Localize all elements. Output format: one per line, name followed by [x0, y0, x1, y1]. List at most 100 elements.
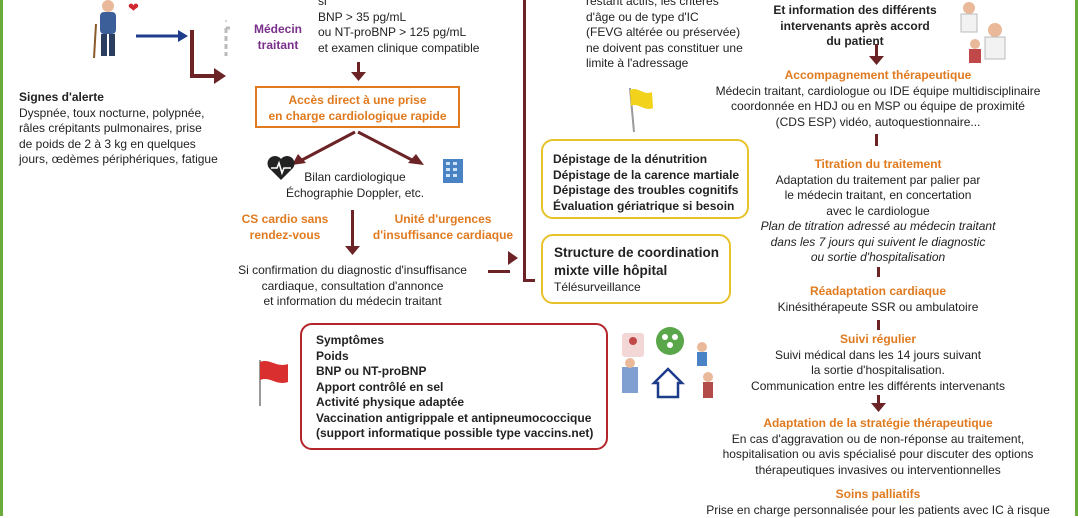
accomp-line: (CDS ESP) vidéo, autoquestionnaire... [690, 115, 1066, 131]
connector-line [488, 270, 510, 273]
hospital-building-icon [440, 155, 466, 186]
criteria-line: BNP > 35 pg/mL [318, 10, 518, 26]
info-line: Et information des différents [760, 3, 950, 19]
adaptation-title: Adaptation de la stratégie thérapeutique [690, 416, 1066, 432]
red-flag-icon [252, 358, 292, 411]
confirm-line: Si confirmation du diagnostic d'insuffis… [220, 263, 485, 279]
suivi-regulier-line: Communication entre les différents inter… [730, 379, 1026, 395]
unite-urgences-label: Unité d'urgences d'insuffisance cardiaqu… [368, 212, 518, 243]
titration-italic-line: dans les 7 jours qui suivent le diagnost… [720, 235, 1036, 251]
connector-tick [877, 320, 880, 330]
confirmation-block: Si confirmation du diagnostic d'insuffis… [220, 263, 485, 310]
soins-palliatifs-block: Soins palliatifs Prise en charge personn… [690, 487, 1066, 518]
medical-team-icon [955, 0, 1017, 69]
criteria-note: restant actifs, les critères d'âge ou de… [586, 0, 776, 72]
titration-line: avec le cardiologue [720, 204, 1036, 220]
depistage-item: Évaluation gériatrique si besoin [553, 199, 747, 215]
cs-line: rendez-vous [240, 228, 330, 244]
connector-tick [877, 267, 880, 277]
cs-line: CS cardio sans [240, 212, 330, 228]
confirm-line: cardiaque, consultation d'annonce [220, 279, 485, 295]
adaptation-line: thérapeutiques invasives ou intervention… [690, 463, 1066, 479]
elderly-patient-icon [86, 0, 132, 60]
signes-alerte-block: Signes d'alerte Dyspnée, toux nocturne, … [19, 90, 264, 168]
titration-block: Titration du traitement Adaptation du tr… [720, 157, 1036, 266]
signes-line: jours, œdèmes périphériques, fatigue [19, 152, 264, 168]
accompagnement-block: Accompagnement thérapeutique Médecin tra… [690, 68, 1066, 130]
center-spine [523, 0, 526, 282]
readaptation-block: Réadaptation cardiaque Kinésithérapeute … [740, 284, 1016, 315]
structure-title-line: mixte ville hôpital [554, 262, 729, 280]
adaptation-line: En cas d'aggravation ou de non-réponse a… [690, 432, 1066, 448]
arrow-head [345, 246, 360, 256]
medecin-line: traitant [250, 38, 306, 54]
suivi-regulier-line: Suivi médical dans les 14 jours suivant [730, 348, 1026, 364]
palliatif-title: Soins palliatifs [690, 487, 1066, 503]
depistage-item: Dépistage des troubles cognitifs [553, 183, 747, 199]
criteria-line: si [318, 0, 518, 10]
acces-line: en charge cardiologique rapide [257, 109, 458, 125]
suivi-item: Activité physique adaptée [316, 395, 606, 411]
structure-coordination-box: Structure de coordination mixte ville hô… [541, 234, 731, 304]
note-line: restant actifs, les critères [586, 0, 776, 10]
arrow-head [351, 72, 366, 82]
criteria-line: et examen clinique compatible [318, 41, 518, 57]
suivi-box: Symptômes Poids BNP ou NT-proBNP Apport … [300, 323, 608, 450]
cs-cardio-label: CS cardio sans rendez-vous [240, 212, 330, 243]
criteria-line: ou NT-proBNP > 125 pg/mL [318, 25, 518, 41]
acces-line: Accès direct à une prise [257, 93, 458, 109]
suivi-regulier-line: la sortie d'hospitalisation. [730, 363, 1026, 379]
medecin-traitant-label: Médecin traitant [250, 22, 306, 53]
adaptation-line: hospitalisation ou avis spécialisé pour … [690, 447, 1066, 463]
signes-line: Dyspnée, toux nocturne, polypnée, [19, 106, 264, 122]
bilan-line: Échographie Doppler, etc. [280, 186, 430, 202]
titration-line: le médecin traitant, en concertation [720, 188, 1036, 204]
suivi-item: (support informatique possible type vacc… [316, 426, 606, 442]
titration-italic-line: ou sortie d'hospitalisation [720, 250, 1036, 266]
suivi-item: Vaccination antigrippale et antipneumoco… [316, 411, 606, 427]
titration-line: Adaptation du traitement par palier par [720, 173, 1036, 189]
yellow-flag-icon [622, 84, 656, 137]
suivi-item: Symptômes [316, 333, 606, 349]
suivi-regulier-block: Suivi régulier Suivi médical dans les 14… [730, 332, 1026, 394]
care-network-icons [620, 325, 730, 408]
patient-flow-arrows [130, 20, 230, 90]
arrow-shaft [351, 210, 354, 248]
bilan-block: Bilan cardiologique Échographie Doppler,… [280, 170, 430, 201]
arrow-head [871, 403, 886, 413]
acces-direct-box: Accès direct à une prise en charge cardi… [255, 86, 460, 128]
note-line: d'âge ou de type d'IC [586, 10, 776, 26]
arrow-head [508, 251, 518, 265]
biology-criteria: si BNP > 35 pg/mL ou NT-proBNP > 125 pg/… [318, 0, 518, 56]
accompagnement-title: Accompagnement thérapeutique [690, 68, 1066, 84]
left-border [0, 0, 3, 516]
depistage-item: Dépistage de la carence martiale [553, 168, 747, 184]
suivi-item: Apport contrôlé en sel [316, 380, 606, 396]
bilan-line: Bilan cardiologique [280, 170, 430, 186]
info-line: intervenants après accord [760, 19, 950, 35]
heart-icon: ❤ [128, 0, 139, 16]
note-line: (FEVG altérée ou préservée) [586, 25, 776, 41]
titration-title: Titration du traitement [720, 157, 1036, 173]
split-arrows [280, 130, 440, 170]
suivi-item: BNP ou NT-proBNP [316, 364, 606, 380]
medecin-line: Médecin [250, 22, 306, 38]
signes-line: de poids de 2 à 3 kg en quelques [19, 137, 264, 153]
structure-title-line: Structure de coordination [554, 244, 729, 262]
depistage-box: Dépistage de la dénutrition Dépistage de… [541, 139, 749, 219]
signes-alerte-title: Signes d'alerte [19, 90, 264, 106]
confirm-line: et information du médecin traitant [220, 294, 485, 310]
adaptation-strategie-block: Adaptation de la stratégie thérapeutique… [690, 416, 1066, 478]
structure-subtitle: Télésurveillance [554, 280, 729, 296]
unite-line: d'insuffisance cardiaque [368, 228, 518, 244]
suivi-regulier-title: Suivi régulier [730, 332, 1026, 348]
readaptation-title: Réadaptation cardiaque [740, 284, 1016, 300]
suivi-item: Poids [316, 349, 606, 365]
info-line: du patient [760, 34, 950, 50]
connector-tick [875, 134, 878, 146]
information-block: Et information des différents intervenan… [760, 3, 950, 50]
unite-line: Unité d'urgences [368, 212, 518, 228]
readaptation-line: Kinésithérapeute SSR ou ambulatoire [740, 300, 1016, 316]
titration-italic-line: Plan de titration adressé au médecin tra… [720, 219, 1036, 235]
accomp-line: Médecin traitant, cardiologue ou IDE équ… [690, 84, 1066, 100]
